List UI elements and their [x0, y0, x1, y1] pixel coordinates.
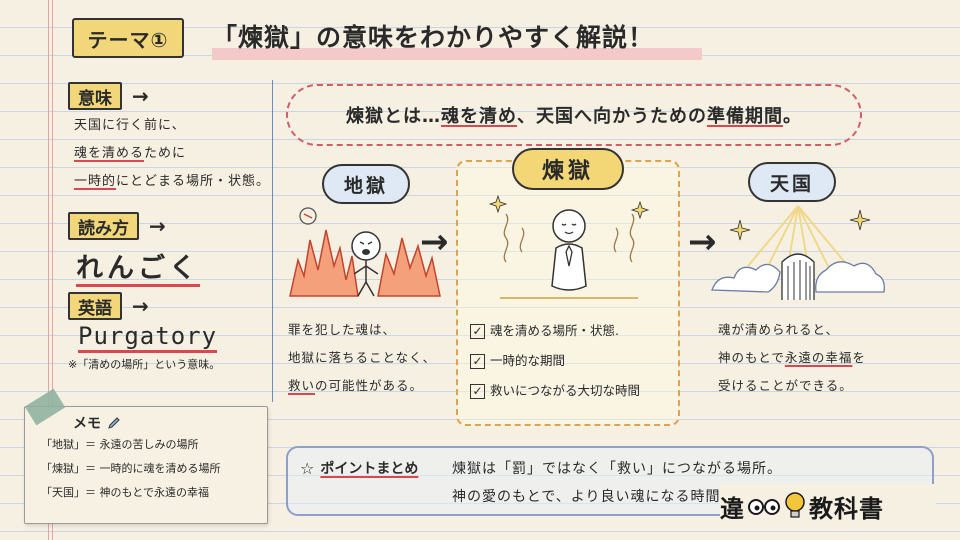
hell-mark: 救い [288, 378, 316, 393]
meaning-line-2-rest: ために [144, 146, 187, 161]
hell-line-3: 救いの可能性がある。 [288, 372, 436, 400]
english-section: 英語 → Purgatory ※「清めの場所」という意味。 [68, 292, 268, 372]
notebook-margin-line-2 [52, 0, 53, 540]
heaven-mark: 永遠の幸福 [784, 350, 853, 365]
memo-item-3: 「天国」＝ 神のもとで永遠の幸福 [41, 486, 209, 499]
check-icon: ✓ [470, 383, 485, 399]
heaven-label: 天国 [748, 162, 836, 202]
summary-mark-1: 魂を清め [441, 106, 517, 127]
meaning-section: 意味 → 天国に行く前に、 魂を清めるために 一時的にとどまる場所・状態。 [68, 82, 271, 196]
heaven-text: 魂が清められると、 神のもとで永遠の幸福を 受けることができる。 [718, 316, 866, 400]
hell-text: 罪を犯した魂は、 地獄に落ちることなく、 救いの可能性がある。 [288, 316, 436, 400]
summary-mark-2: 準備期間 [707, 106, 783, 127]
hell-line-3-rest: の可能性がある。 [315, 378, 424, 393]
reading-section: 読み方 → れんごく [68, 212, 268, 287]
purgatory-illustration [488, 194, 650, 299]
check-item-3: ✓ 救いにつながる大切な時間 [470, 376, 640, 406]
arrow-right-icon: → [420, 222, 449, 262]
pencil-icon [108, 417, 120, 429]
point-title: ポイントまとめ [320, 461, 419, 477]
english-value: Purgatory [78, 322, 218, 353]
check-icon: ✓ [470, 353, 485, 369]
meaning-line-3-rest: にとどまる場所・状態。 [116, 174, 271, 189]
page-title: 「煉獄」の意味をわかりやすく解説！ [212, 18, 702, 60]
english-note: ※「清めの場所」という意味。 [68, 358, 221, 371]
arrow-right-icon: → [688, 222, 717, 262]
reading-value: れんごく [76, 253, 200, 287]
summary-post: 。 [783, 106, 802, 127]
arrow-right-icon: → [132, 294, 149, 318]
reading-label: 読み方 [68, 212, 139, 240]
hell-label: 地獄 [322, 164, 410, 204]
meaning-label: 意味 [68, 82, 122, 110]
notebook-margin-line [48, 0, 49, 540]
summary-pre: 煉獄とは… [346, 106, 441, 127]
meaning-mark-2: 一時的 [74, 174, 117, 189]
meaning-line-2: 魂を清めるために [74, 140, 268, 168]
english-label: 英語 [68, 292, 122, 320]
purgatory-checklist: ✓ 魂を清める場所・状態. ✓ 一時的な期間 ✓ 救いにつながる大切な時間 [470, 316, 640, 406]
check-item-2: ✓ 一時的な期間 [470, 346, 640, 376]
heaven-illustration [711, 205, 885, 300]
star-icon: ☆ [300, 458, 315, 478]
check-item-1: ✓ 魂を清める場所・状態. [470, 316, 640, 346]
point-title-row: ☆ ポイントまとめ [300, 458, 418, 478]
memo-item-1: 「地獄」＝ 永遠の苦しみの場所 [41, 438, 199, 451]
column-divider [272, 80, 273, 402]
memo-title: メモ [73, 416, 101, 432]
meaning-line-3: 一時的にとどまる場所・状態。 [74, 168, 271, 196]
arrow-right-icon: → [149, 214, 166, 238]
purgatory-label: 煉獄 [512, 148, 624, 190]
logo-part-2: 教科書 [809, 494, 884, 523]
heaven-line-2-pre: 神のもとで [718, 350, 785, 365]
check-text-1: 魂を清める場所・状態. [490, 323, 619, 338]
hell-line-2: 地獄に落ちることなく、 [288, 350, 437, 365]
hell-line-1: 罪を犯した魂は、 [288, 322, 397, 337]
heaven-line-1: 魂が清められると、 [718, 322, 840, 337]
summary-cloud: 煉獄とは… 魂を清め 、天国へ向かうための 準備期間 。 [286, 84, 862, 146]
check-text-3: 救いにつながる大切な時間 [490, 383, 641, 398]
meaning-line-1: 天国に行く前に、 [74, 118, 186, 133]
check-icon: ✓ [470, 323, 485, 339]
theme-badge: テーマ① [72, 18, 184, 58]
heaven-line-3: 受けることができる。 [718, 378, 853, 393]
eyes-icon [748, 499, 780, 515]
arrow-right-icon: → [132, 84, 149, 108]
memo-item-2: 「煉獄」＝ 一時的に魂を清める場所 [41, 462, 221, 475]
heaven-line-2-post: を [852, 350, 866, 365]
lightbulb-icon [785, 492, 805, 518]
point-line-1: 煉獄は「罰」ではなく「救い」につながる場所。 [452, 461, 782, 477]
summary-mid: 、天国へ向かうための [517, 106, 707, 127]
check-text-2: 一時的な期間 [490, 353, 566, 368]
memo-card: メモ 「地獄」＝ 永遠の苦しみの場所 「煉獄」＝ 一時的に魂を清める場所 「天国… [24, 406, 268, 524]
meaning-mark-1: 魂を清める [74, 146, 145, 161]
hell-illustration [289, 207, 441, 297]
logo-part-1: 違 [720, 494, 745, 523]
heaven-line-2: 神のもとで永遠の幸福を [718, 344, 866, 372]
site-logo[interactable]: 違 教科書 [720, 484, 936, 528]
point-line-2: 神の愛のもとで、より良い魂になる時間 [452, 489, 721, 505]
